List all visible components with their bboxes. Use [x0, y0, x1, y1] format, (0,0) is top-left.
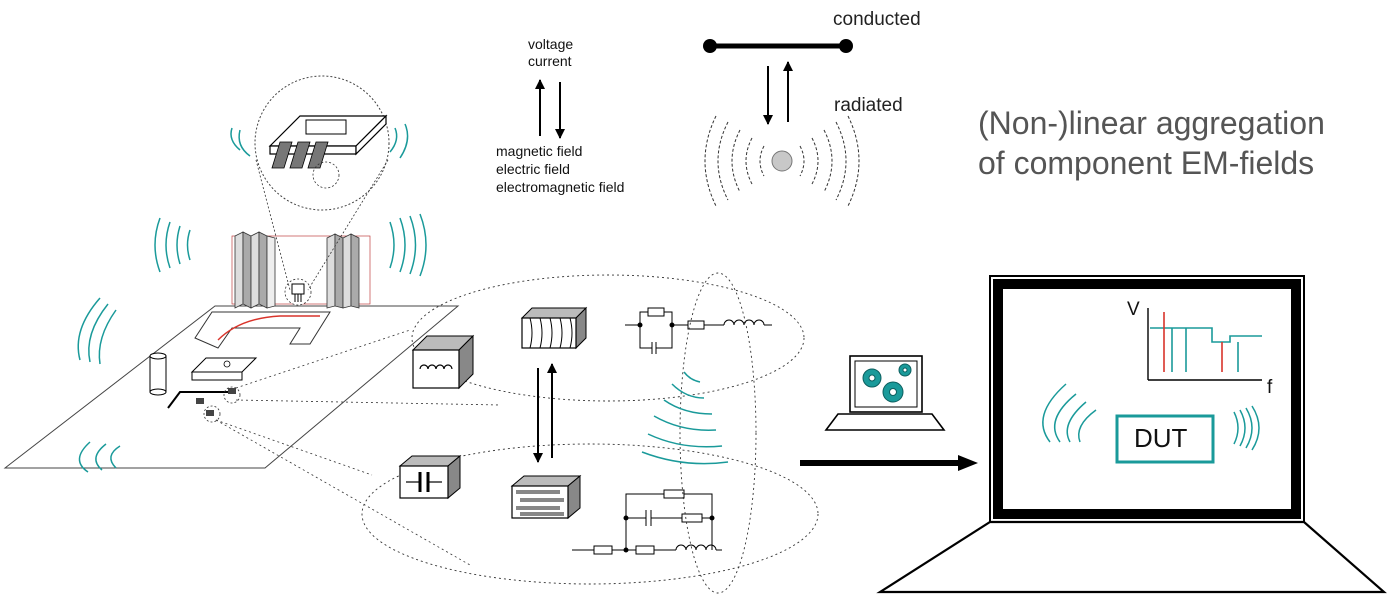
- label-voltage: voltage: [528, 36, 574, 52]
- label-radiated: radiated: [834, 95, 903, 116]
- conducted-radiated-arrows: [763, 61, 793, 125]
- electrolytic-capacitor: [149, 352, 167, 396]
- dut-waves: [1042, 383, 1260, 451]
- smd-components: [167, 386, 241, 423]
- monitor-icon: [876, 275, 1387, 594]
- label-electromagnetic-field: electromagnetic field: [496, 179, 625, 195]
- spectrum-plot: [1147, 308, 1262, 381]
- transistor-icon: [284, 278, 312, 306]
- equivalent-circuit-bottom: [572, 489, 722, 555]
- inductor-icon: [411, 334, 475, 390]
- label-conducted: conducted: [833, 9, 921, 30]
- zoom-lines: [215, 329, 501, 566]
- label-current: current: [528, 53, 572, 69]
- heatsink-right: [326, 233, 360, 309]
- dut-box: [1115, 414, 1215, 464]
- aggregation-title-line1: (Non-)linear aggregation: [978, 105, 1325, 141]
- label-magnetic-field: magnetic field: [496, 143, 583, 159]
- component-ellipse-top: [411, 274, 805, 402]
- heatsink-left: [231, 231, 371, 309]
- spectrum-y-axis-label: V: [1127, 299, 1140, 320]
- aggregation-title-line2: of component EM-fields: [978, 145, 1315, 181]
- label-electric-field: electric field: [496, 161, 570, 177]
- red-trace: [217, 315, 320, 341]
- dut-label: DUT: [1134, 423, 1188, 453]
- equivalent-circuit-top: [625, 307, 772, 354]
- arrow-icon: [533, 363, 557, 463]
- field-aggregation: [641, 272, 757, 594]
- conducted-line: [703, 39, 853, 53]
- gear-icon: [862, 363, 912, 403]
- capacitor-icon: [398, 454, 462, 500]
- spectrum-x-axis-label: f: [1267, 377, 1273, 398]
- component-ellipse-bottom: [361, 443, 819, 585]
- radiated-source: [704, 115, 860, 207]
- signal-field-arrows: [535, 79, 565, 139]
- transformer-icon: [520, 306, 588, 350]
- board-field-waves: [77, 123, 427, 473]
- transistor-magnifier: [254, 75, 390, 291]
- multilayer-capacitor-icon: [510, 474, 582, 520]
- ic-chip: [190, 357, 258, 381]
- flow-arrow: [800, 455, 978, 471]
